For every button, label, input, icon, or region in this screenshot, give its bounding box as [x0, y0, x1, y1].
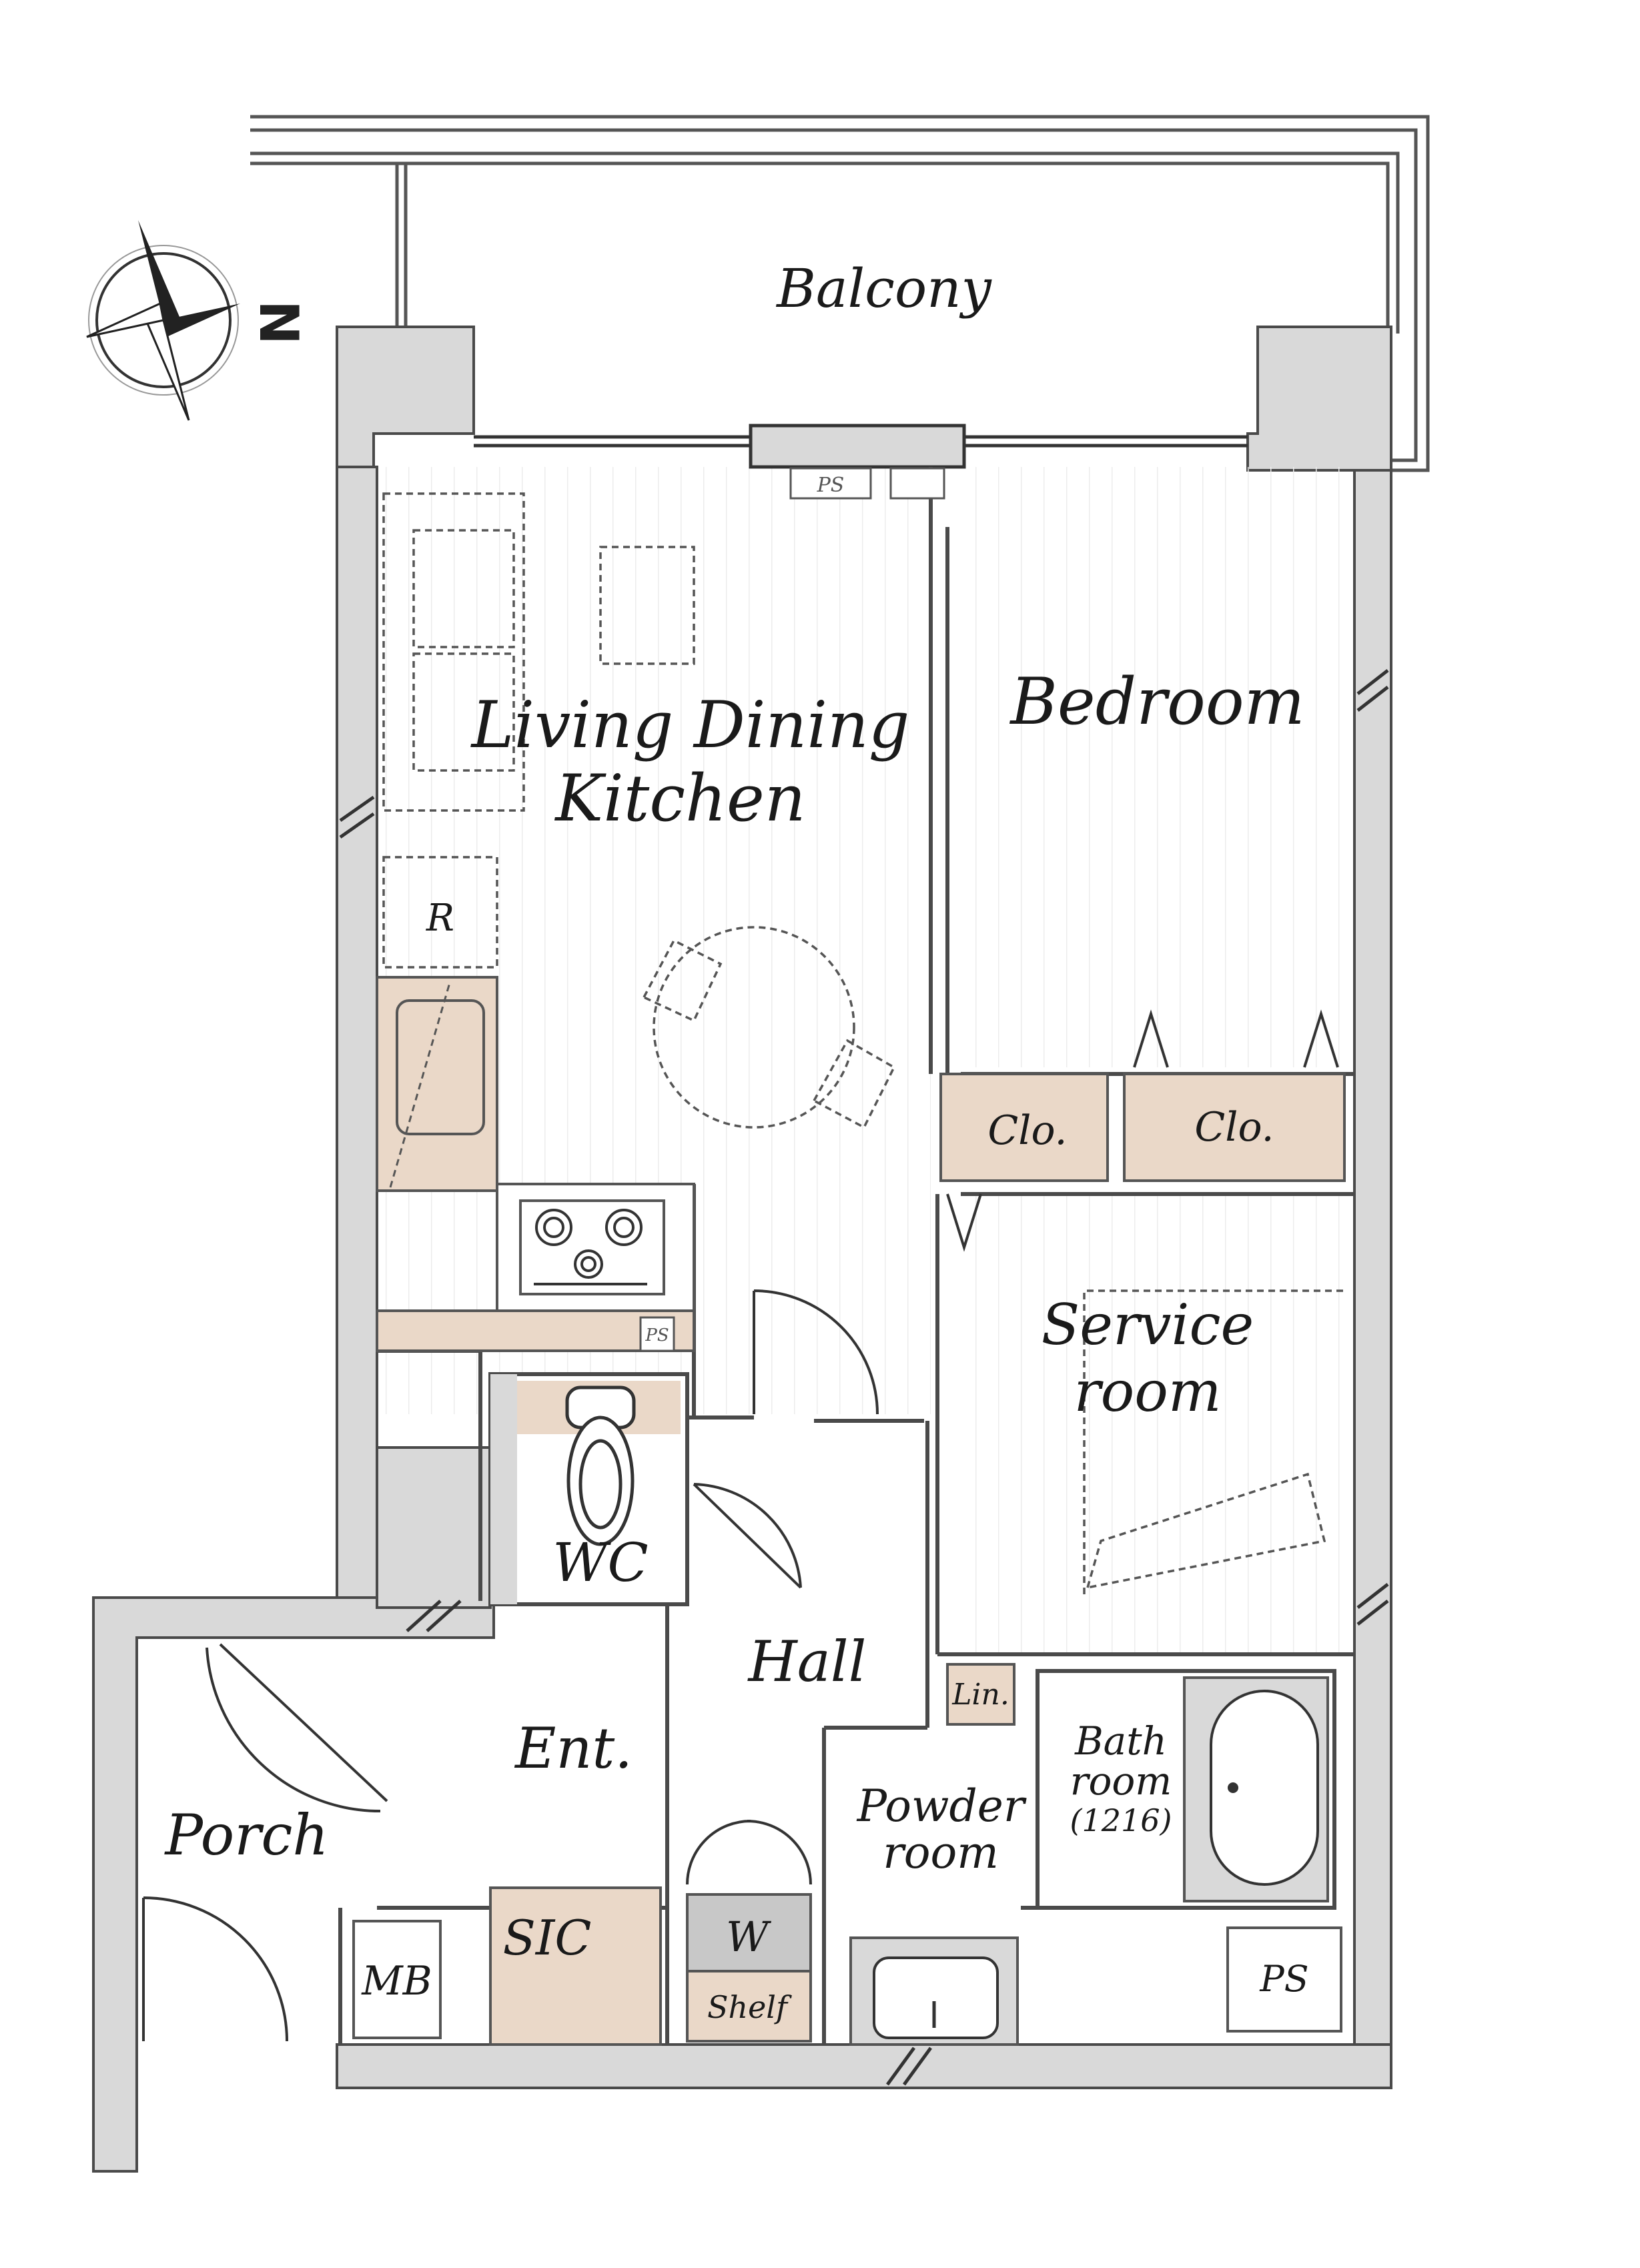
ps-top-box: [789, 467, 945, 500]
cooktop-icon: [534, 1209, 647, 1285]
washer-label: W: [726, 1912, 771, 1961]
powder-room-label-line1: Powder: [857, 1780, 1027, 1832]
linen-label: Lin.: [951, 1678, 1009, 1712]
ldk-label-line1: Living Dining: [470, 688, 910, 762]
kitchen-counters: [376, 976, 695, 1352]
hall-label: Hall: [747, 1629, 866, 1694]
sic-storage: [489, 1886, 662, 2046]
service-room-furniture: [1083, 1289, 1344, 1594]
service-room-floor: [961, 1194, 1354, 1654]
closet-1-label: Clo.: [987, 1107, 1067, 1154]
bathroom-size-label: (1216): [1070, 1802, 1172, 1838]
sink-icon: [849, 1936, 1019, 2046]
service-room-label-line1: Service: [1042, 1292, 1254, 1357]
bathtub-icon: [1183, 1676, 1329, 1902]
entrance-label: Ent.: [514, 1716, 633, 1781]
bathroom-label-line2: room: [1070, 1758, 1172, 1804]
porch-door: [142, 1896, 288, 2042]
wc-label: WC: [552, 1532, 648, 1594]
compass-icon: N: [86, 220, 310, 421]
wall-hatches: [339, 669, 1389, 2086]
refrigerator-label: R: [426, 897, 454, 940]
sic-label: SIC: [503, 1910, 592, 1966]
entrance-door: [206, 1643, 388, 1813]
ps-bottom-label: PS: [1259, 1958, 1308, 2000]
windows: [474, 424, 1248, 469]
shelf-label: Shelf: [707, 1989, 792, 2025]
mb-box: [352, 1920, 442, 2039]
wc-door: [693, 1483, 802, 1589]
exterior-walls: [92, 326, 1392, 2173]
bedroom-label: Bedroom: [1009, 664, 1304, 739]
ps-bottom-box: [1226, 1926, 1342, 2033]
washer-doors: [686, 1820, 812, 1885]
compass-north-label: N: [248, 300, 310, 345]
washer-area: [686, 1893, 812, 2043]
bathroom-label-line1: Bath: [1074, 1718, 1167, 1764]
balcony-label: Balcony: [775, 257, 993, 320]
bedroom-closets: [939, 1009, 1346, 1182]
mb-label: MB: [361, 1958, 432, 2005]
ps-top-label: PS: [817, 474, 845, 497]
powder-room-label-line2: room: [883, 1827, 999, 1878]
ps-kitchen-box: [639, 1316, 675, 1352]
balcony-railing: [250, 115, 1430, 472]
closet-2-label: Clo.: [1194, 1104, 1274, 1151]
porch-label: Porch: [164, 1802, 329, 1868]
ldk-furniture: [382, 492, 896, 1129]
linen-box: [946, 1663, 1015, 1726]
toilet-icon: [565, 1385, 636, 1546]
bedroom-floor: [961, 467, 1354, 1067]
service-room-label-line2: room: [1074, 1359, 1222, 1424]
service-room-door: [946, 1193, 982, 1252]
ps-kitchen-label: PS: [645, 1325, 669, 1345]
ldk-label-line2: Kitchen: [554, 761, 805, 836]
ldk-door: [753, 1289, 879, 1415]
